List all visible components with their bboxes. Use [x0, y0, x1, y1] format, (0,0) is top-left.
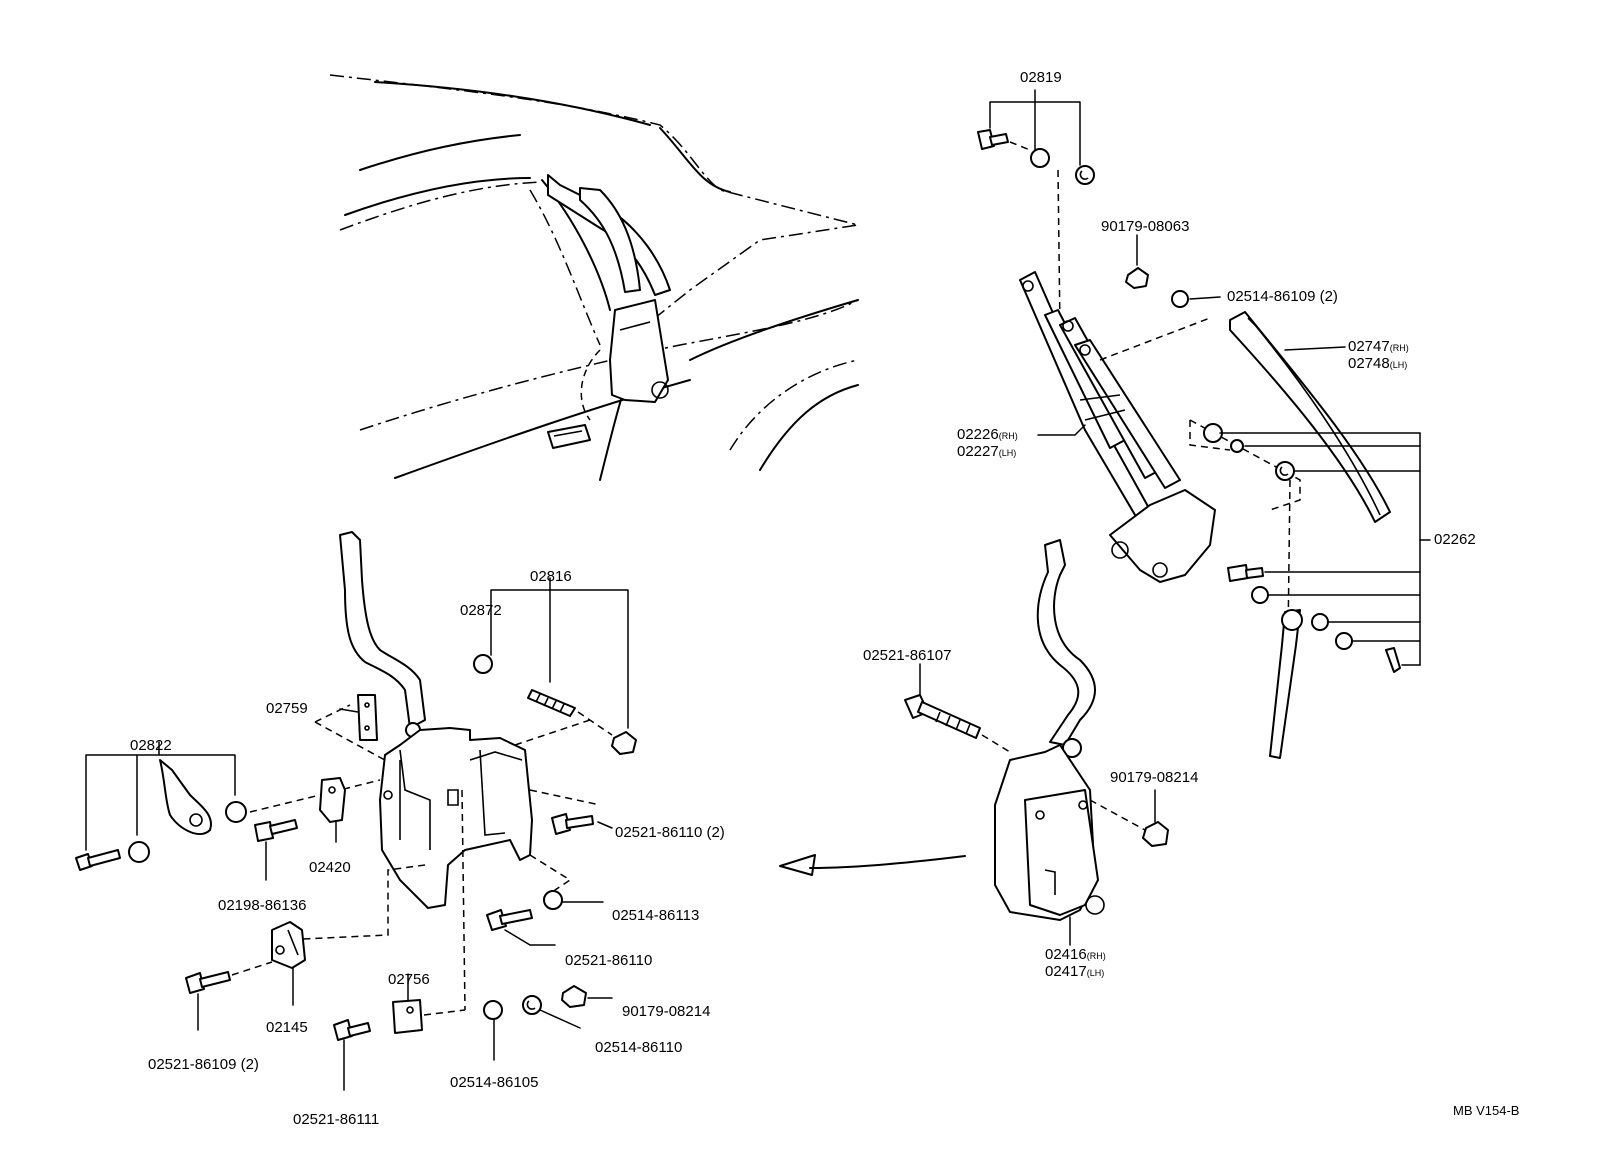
label-02514-86109: 02514-86109 (2): [1227, 288, 1338, 305]
part-number-02747: 02747: [1348, 338, 1390, 355]
label-02521-86107: 02521-86107: [863, 647, 952, 664]
label-02521-86110: 02521-86110: [565, 952, 653, 969]
part-number-02417: 02417: [1045, 963, 1087, 980]
label-02872: 02872: [460, 602, 502, 619]
label-02819: 02819: [1020, 69, 1062, 86]
label-02514-86110: 02514-86110: [595, 1039, 683, 1056]
diagram-code: MB V154-B: [1453, 1103, 1520, 1118]
label-02226-02227: 02226(RH) 02227(LH): [957, 427, 1018, 461]
label-02756: 02756: [388, 971, 430, 988]
car-body-illustration: [329, 74, 859, 481]
label-02198-86136: 02198-86136: [218, 897, 307, 914]
label-02759: 02759: [266, 700, 308, 717]
label-02420: 02420: [309, 859, 351, 876]
side-lh: (LH): [1086, 968, 1105, 978]
part-number-02226: 02226: [957, 426, 999, 443]
label-02822: 02822: [130, 737, 172, 754]
label-02514-86105: 02514-86105: [450, 1074, 539, 1091]
label-02747-02748: 02747(RH) 02748(LH): [1348, 339, 1409, 373]
part-number-02416: 02416: [1045, 946, 1087, 963]
label-90179-08214-right: 90179-08214: [1110, 769, 1199, 786]
part-number-02227: 02227: [957, 443, 999, 460]
label-90179-08214-left: 90179-08214: [622, 1003, 711, 1020]
label-90179-08063: 90179-08063: [1101, 218, 1190, 235]
label-02416-02417: 02416(RH) 02417(LH): [1045, 947, 1106, 981]
label-02521-86110-x2: 02521-86110 (2): [615, 824, 725, 841]
label-02816: 02816: [530, 568, 572, 585]
side-rh: (RH): [998, 431, 1018, 441]
left-lock-assembly: [75, 531, 637, 1091]
label-02262: 02262: [1434, 531, 1476, 548]
label-02521-86111: 02521-86111: [293, 1111, 380, 1128]
right-hinge-assembly: [779, 89, 1431, 946]
side-lh: (LH): [998, 448, 1017, 458]
label-02521-86109-x2: 02521-86109 (2): [148, 1056, 259, 1073]
side-lh: (LH): [1389, 360, 1408, 370]
part-number-02748: 02748: [1348, 355, 1390, 372]
label-02145: 02145: [266, 1019, 308, 1036]
side-rh: (RH): [1389, 343, 1409, 353]
label-02514-86113: 02514-86113: [612, 907, 700, 924]
side-rh: (RH): [1086, 951, 1106, 961]
